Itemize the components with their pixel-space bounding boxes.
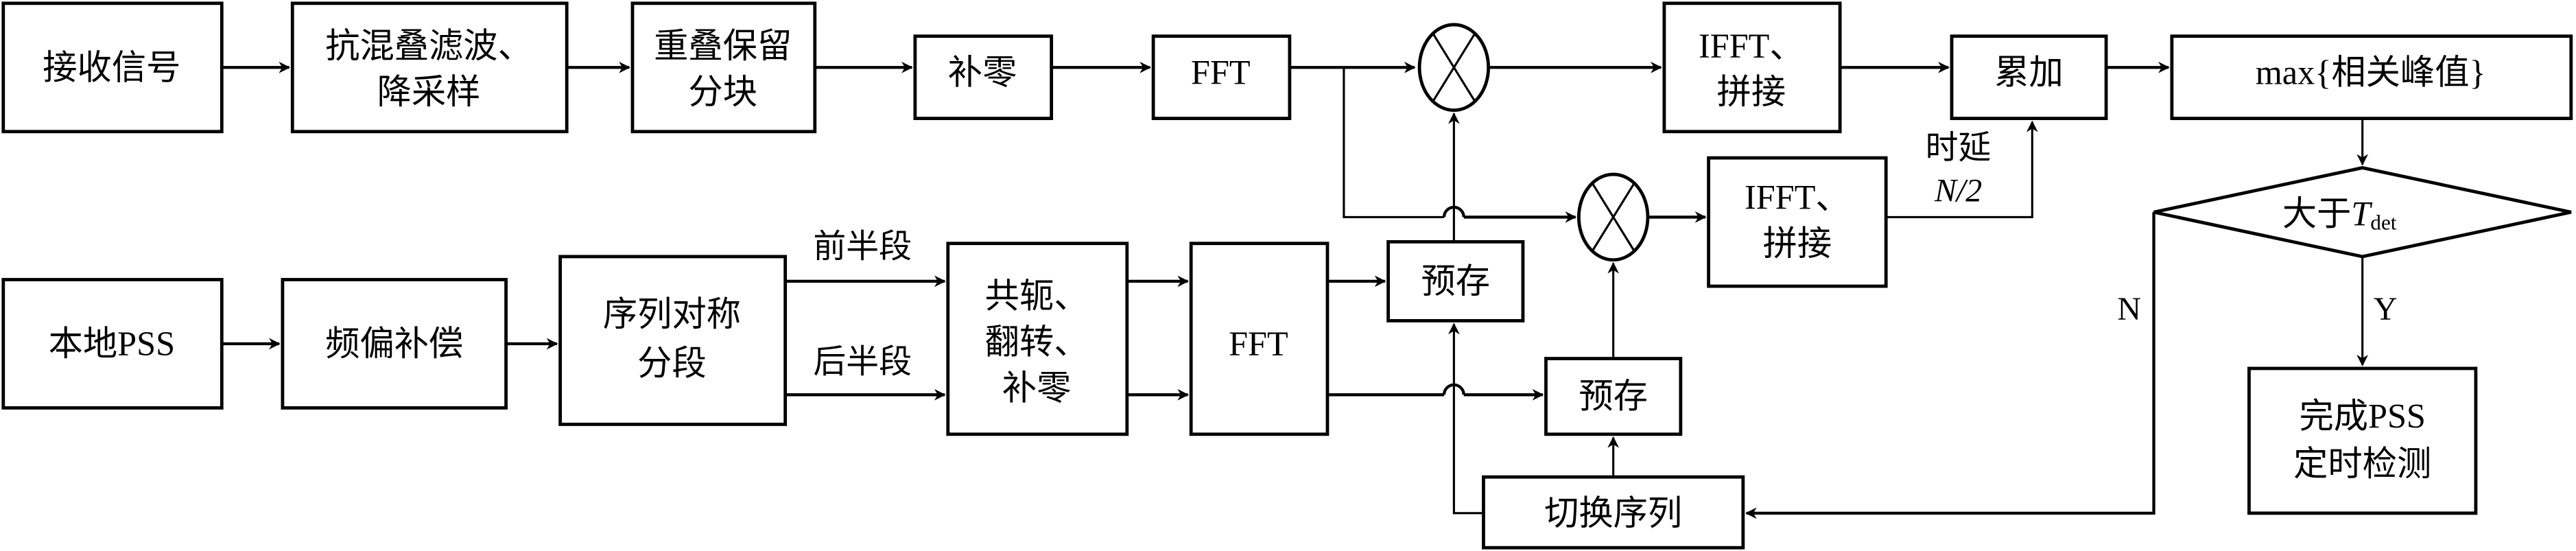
block-ifft-concat-top: IFFT、 拼接 xyxy=(1662,1,1842,134)
block-symmetric-segment: 序列对称 分段 xyxy=(558,255,788,426)
block-prestore-2: 预存 xyxy=(1544,357,1683,436)
wire-fft-branch xyxy=(1343,67,1445,218)
block-antialias-label-1: 抗混叠滤波、 xyxy=(325,27,532,65)
no-label: N xyxy=(2117,291,2141,327)
block-prestore-1: 预存 xyxy=(1386,239,1525,323)
arrow-no-to-switch xyxy=(1745,212,2155,519)
delay-amount-label: N/2 xyxy=(1934,173,1982,209)
block-ifft-mid-label-1: IFFT、 xyxy=(1745,178,1850,217)
block-zero-pad-top: 补零 xyxy=(913,34,1054,120)
decision-threshold: 大于Tdet xyxy=(2153,166,2572,259)
block-zero-pad-top-label: 补零 xyxy=(948,53,1017,91)
block-antialias-label-2: 降采样 xyxy=(377,73,481,111)
block-ifft-mid-label-2: 拼接 xyxy=(1763,224,1832,263)
multiplier-icon-mid xyxy=(1576,172,1650,262)
first-half-label: 前半段 xyxy=(813,228,912,265)
block-freq-offset-comp: 频偏补偿 xyxy=(281,278,508,410)
block-overlap-label-1: 重叠保留 xyxy=(654,27,792,65)
yes-label: Y xyxy=(2374,291,2398,327)
block-ifft-concat-mid: IFFT、 拼接 xyxy=(1707,156,1888,288)
second-half-label: 后半段 xyxy=(813,344,912,380)
block-switch-sequence: 切换序列 xyxy=(1482,475,1745,550)
block-receive-signal-label: 接收信号 xyxy=(43,48,180,86)
block-freq-comp-label: 频偏补偿 xyxy=(325,325,463,363)
block-fft-bottom-label: FFT xyxy=(1229,325,1288,363)
block-conj-label-3: 补零 xyxy=(1002,369,1072,408)
block-overlap-save: 重叠保留 分块 xyxy=(630,1,817,134)
block-seg-label-2: 分段 xyxy=(637,344,707,383)
block-conj-flip-pad: 共轭、 翻转、 补零 xyxy=(946,242,1129,436)
delay-label: 时延 xyxy=(1926,130,1992,166)
block-ifft-top-label-1: IFFT、 xyxy=(1699,27,1804,65)
block-ifft-top-label-2: 拼接 xyxy=(1717,73,1786,111)
block-max-peak: max{相关峰值} xyxy=(2170,34,2573,120)
multiplier-icon-top xyxy=(1417,23,1491,112)
block-antialias-downsample: 抗混叠滤波、 降采样 xyxy=(290,1,569,134)
block-prestore-1-label: 预存 xyxy=(1421,262,1490,301)
block-seg-label-1: 序列对称 xyxy=(603,295,741,333)
block-done-label-1: 完成PSS xyxy=(2299,397,2425,435)
block-done-label-2: 定时检测 xyxy=(2293,445,2431,483)
block-local-pss: 本地PSS xyxy=(1,278,224,410)
block-local-pss-label: 本地PSS xyxy=(49,325,175,363)
block-conj-label-2: 翻转、 xyxy=(985,323,1089,362)
block-conj-label-1: 共轭、 xyxy=(985,277,1089,315)
block-fft-bottom: FFT xyxy=(1189,242,1330,436)
block-accumulate-label: 累加 xyxy=(1994,53,2064,91)
block-prestore-2-label: 预存 xyxy=(1579,377,1648,416)
block-max-peak-label: max{相关峰值} xyxy=(2256,53,2486,91)
block-fft-top-label: FFT xyxy=(1191,53,1251,91)
block-switch-seq-label: 切换序列 xyxy=(1544,494,1682,532)
decision-label: 大于Tdet xyxy=(2282,195,2397,235)
arrow-switch-to-prestore-1 xyxy=(1447,323,1484,515)
block-accumulate: 累加 xyxy=(1950,34,2108,120)
block-receive-signal: 接收信号 xyxy=(1,1,224,134)
block-overlap-label-2: 分块 xyxy=(688,73,757,111)
arrow-ifft-mid-to-accumulate xyxy=(1886,120,2038,218)
block-done-detection: 完成PSS 定时检测 xyxy=(2247,366,2478,515)
block-fft-top: FFT xyxy=(1151,34,1292,120)
